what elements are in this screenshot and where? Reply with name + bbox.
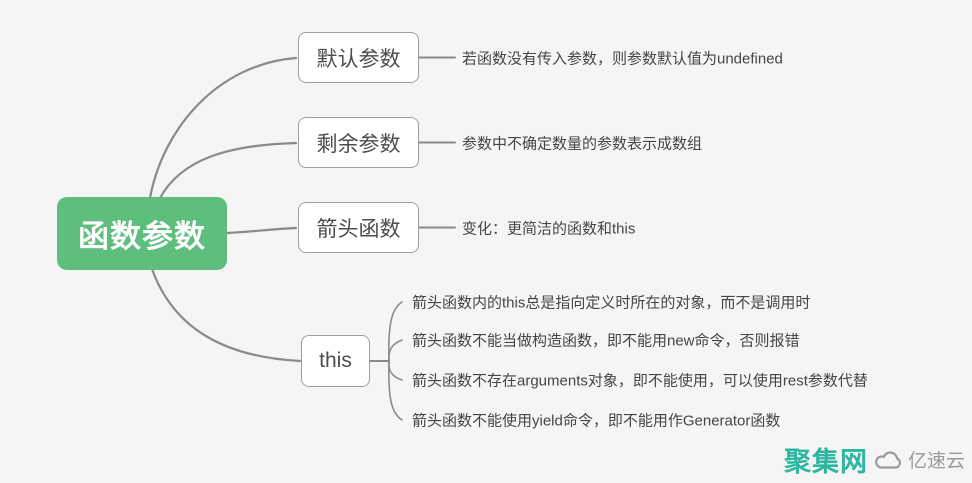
root-node-label: 函数参数 [78,219,206,254]
branch-node-arrow-function[interactable]: 箭头函数 [298,202,419,253]
connector-root-to-this [150,267,302,363]
branch-node-default-params[interactable]: 默认参数 [298,32,419,83]
watermark: 聚集网 亿速云 [784,440,965,479]
watermark-site-name: 聚集网 [783,447,868,477]
note-this-2: 箭头函数不能当做构造函数，即不能用new命令，否则报错 [412,332,800,350]
connector-this-to-note-1 [388,301,403,362]
connector-root-to-default-params [148,56,298,200]
note-this-1: 箭头函数内的this总是指向定义时所在的对象，而不是调用时 [412,294,811,312]
note-default-params: 若函数没有传入参数，则参数默认值为undefined [462,50,783,68]
branch-node-label: 剩余参数 [316,132,401,156]
connector-this-to-note-2 [388,339,403,362]
note-rest-params: 参数中不确定数量的参数表示成数组 [462,135,703,153]
connector-this-to-note-4 [388,360,403,421]
branch-node-label: 默认参数 [316,47,401,71]
note-arrow-function: 变化：更简洁的函数和this [462,220,636,238]
branch-node-label: this [319,349,352,372]
note-this-4: 箭头函数不能使用yield命令，即不能用作Generator函数 [412,412,781,430]
root-node-function-params[interactable]: 函数参数 [57,197,227,270]
branch-node-rest-params[interactable]: 剩余参数 [298,117,419,168]
branch-node-label: 箭头函数 [316,217,401,241]
cloud-icon [875,451,901,469]
branch-node-this[interactable]: this [301,335,370,387]
connector-root-to-arrow-function [225,226,298,235]
note-this-3: 箭头函数不存在arguments对象，即不能使用，可以使用rest参数代替 [412,372,868,390]
watermark-brand-name: 亿速云 [907,451,965,472]
connector-root-to-rest-params [158,141,298,200]
connector-this-to-note-3 [388,360,403,381]
